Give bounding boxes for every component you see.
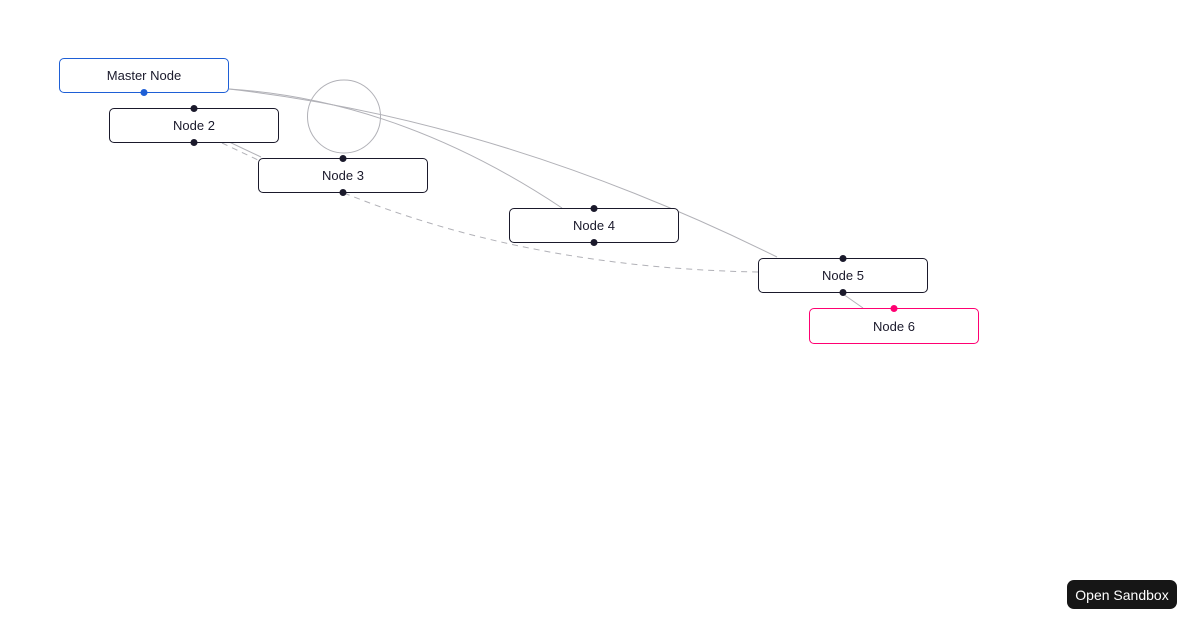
handle-node4-top[interactable] bbox=[590, 205, 598, 212]
node-3[interactable]: Node 3 bbox=[258, 155, 428, 196]
handle-node2-bottom[interactable] bbox=[190, 139, 198, 146]
edge-node3-node5[interactable] bbox=[343, 192, 759, 273]
handle-node5-bottom[interactable] bbox=[839, 289, 847, 296]
edge-master-node4[interactable] bbox=[228, 88, 563, 209]
edge-master-node5[interactable] bbox=[228, 88, 778, 258]
node-label: Node 3 bbox=[322, 168, 364, 183]
node-label: Node 2 bbox=[173, 118, 215, 133]
node-label: Node 5 bbox=[822, 268, 864, 283]
node-label: Master Node bbox=[106, 68, 182, 83]
handle-node4-bottom[interactable] bbox=[590, 239, 598, 246]
node-label: Node 6 bbox=[873, 318, 915, 334]
open-sandbox-button[interactable]: Open Sandbox bbox=[1067, 580, 1177, 609]
handle-node6-top[interactable] bbox=[890, 305, 898, 312]
node-4[interactable]: Node 4 bbox=[509, 205, 679, 246]
handle-node3-top[interactable] bbox=[339, 155, 347, 162]
edge-node3-self-loop[interactable] bbox=[307, 79, 382, 154]
node-master[interactable]: Master Node bbox=[59, 58, 229, 96]
handle-node3-bottom[interactable] bbox=[339, 189, 347, 196]
node-6[interactable]: Node 6 bbox=[809, 305, 979, 344]
handle-node2-top[interactable] bbox=[190, 105, 198, 112]
handle-master-bottom[interactable] bbox=[140, 89, 148, 96]
edge-node3-node2[interactable] bbox=[221, 142, 259, 161]
handle-node5-top[interactable] bbox=[839, 255, 847, 262]
node-label: Node 4 bbox=[573, 218, 615, 233]
node-5[interactable]: Node 5 bbox=[758, 255, 928, 296]
node-2[interactable]: Node 2 bbox=[109, 105, 279, 146]
edge-node5-node6[interactable] bbox=[842, 293, 864, 309]
